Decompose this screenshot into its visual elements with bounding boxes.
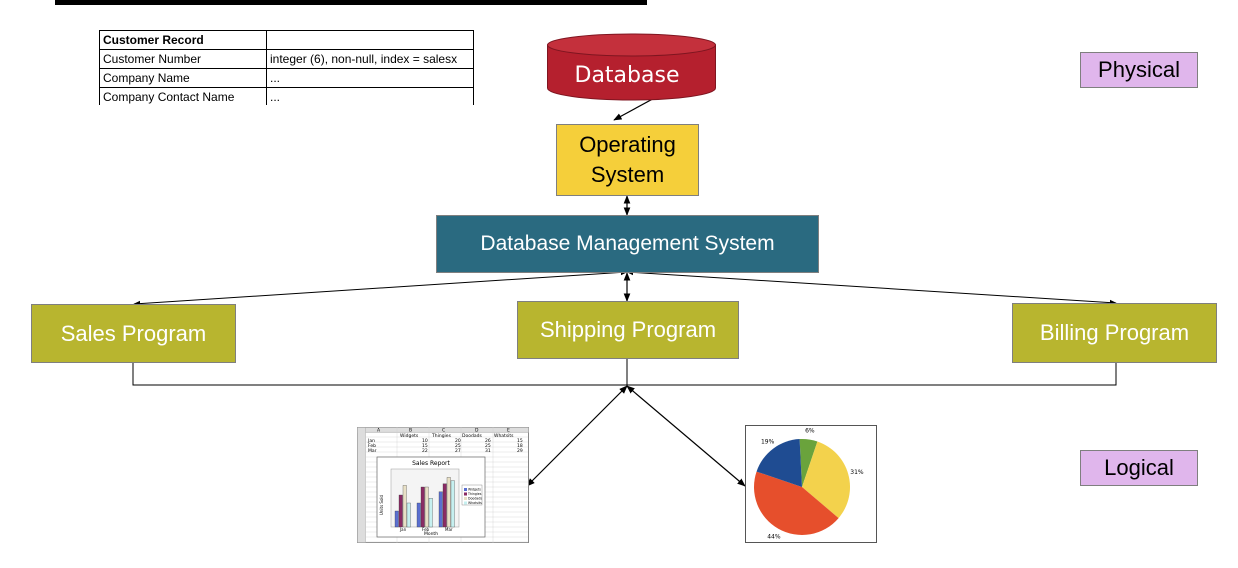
embedded-chart-bar [420,486,425,528]
database-cylinder: Database [547,33,716,101]
embedded-chart-title: Sales Report [412,460,450,467]
record-field-name: Company Contact Name [99,87,267,105]
billing-label: Billing Program [1039,320,1190,345]
embedded-chart-bar [450,480,455,528]
ss-cell: 10 [422,438,428,444]
database-label: Database [575,63,680,88]
os-label-line2: System [590,162,665,187]
ss-header: Doodads [462,433,482,439]
ss-col-b: B [409,428,412,434]
shipping-program-node: Shipping Program [517,301,739,359]
embedded-chart-bar [424,486,429,528]
ss-col-a: A [377,428,381,434]
pie-slice-label: 31% [850,469,864,476]
embedded-chart-bar [402,485,407,528]
record-field-spec: ... [266,87,474,105]
sales-label: Sales Program [60,320,207,346]
pie-slice [756,439,802,487]
shipping-label: Shipping Program [539,317,717,342]
embedded-chart-legend-label: Thingies [467,492,482,496]
pie-slice [799,439,818,487]
ss-cell: 26 [485,438,491,444]
embedded-chart-month: Mar [445,527,453,532]
customer-record-table: Customer Record Customer Number integer … [95,28,485,105]
embedded-chart-bar [416,502,421,528]
ss-row-label: Mar [368,448,377,454]
pie-slice-label: 19% [761,439,775,446]
logical-label: Logical [1104,455,1174,480]
sales-program-node: Sales Program [31,304,236,363]
dbms-node: Database Management System [436,215,819,273]
embedded-chart-legend-swatch [464,488,467,491]
ss-col-e: E [507,428,510,434]
pie-chart-thumbnail: 6% 31% 44% 19% [745,425,877,543]
arrow-spreadsheet [526,385,628,487]
arrow-pie [626,385,746,487]
ss-cell: 29 [517,448,523,454]
embedded-chart-bar [398,494,403,528]
ss-header: Whatsits [494,433,514,439]
pie-slice-label: 6% [805,428,815,435]
ss-header: Thingies [431,433,452,439]
pie-slice [802,441,850,519]
operating-system-node: Operating System [556,124,699,196]
ss-cell: 20 [455,438,461,444]
ss-cell: 25 [485,443,491,449]
record-field-name: Customer Number [99,49,267,69]
embedded-chart-bar [394,510,399,528]
embedded-chart-bar [442,483,447,528]
ss-row-label: Jan [367,438,375,444]
ss-cell: 27 [455,448,461,454]
embedded-chart-bar [446,477,451,528]
arrow-dbms-sales [133,269,628,307]
embedded-chart-month: Feb [422,527,430,532]
arrow-dbms-billing [626,269,1117,306]
spreadsheet-thumbnail: A B C D E Widgets Thingies Doodads Whats… [357,427,529,543]
embedded-chart-bar [438,491,443,528]
ss-cell: 25 [455,443,461,449]
billing-program-node: Billing Program [1012,303,1217,363]
embedded-chart-legend-swatch [464,497,467,500]
ss-cell: 15 [517,438,523,444]
embedded-chart-legend-swatch [464,492,467,496]
top-divider-bar [55,0,647,5]
ss-col-d: D [475,428,479,434]
embedded-chart-legend-swatch [464,501,467,505]
physical-label: Physical [1098,57,1180,82]
embedded-chart-ylabel: Units Sold [379,494,384,515]
embedded-chart-legend-label: Doodads [468,497,482,501]
ss-col-c: C [442,428,445,434]
ss-row-label: Feb [368,443,376,449]
program-bracket [132,362,1117,386]
ss-cell: 22 [422,448,428,454]
embedded-chart-xlabel: Month [424,531,438,537]
embedded-chart-month: Jan [399,527,407,532]
embedded-chart-bar [406,502,411,528]
ss-cell: 31 [485,448,491,454]
pie-slice [754,471,839,535]
ss-header: Widgets [400,433,419,439]
pie-slice-label: 44% [767,534,781,541]
embedded-chart-legend-label: Whatsits [468,501,482,505]
embedded-chart-bar [428,498,433,528]
embedded-chart-legend-label: Widgets [468,488,481,492]
os-label-line1: Operating [579,132,676,157]
dbms-label: Database Management System [480,232,775,255]
logical-tag: Logical [1080,450,1198,486]
ss-cell: 18 [517,443,523,449]
ss-cell: 15 [422,443,428,449]
physical-tag: Physical [1080,52,1198,88]
